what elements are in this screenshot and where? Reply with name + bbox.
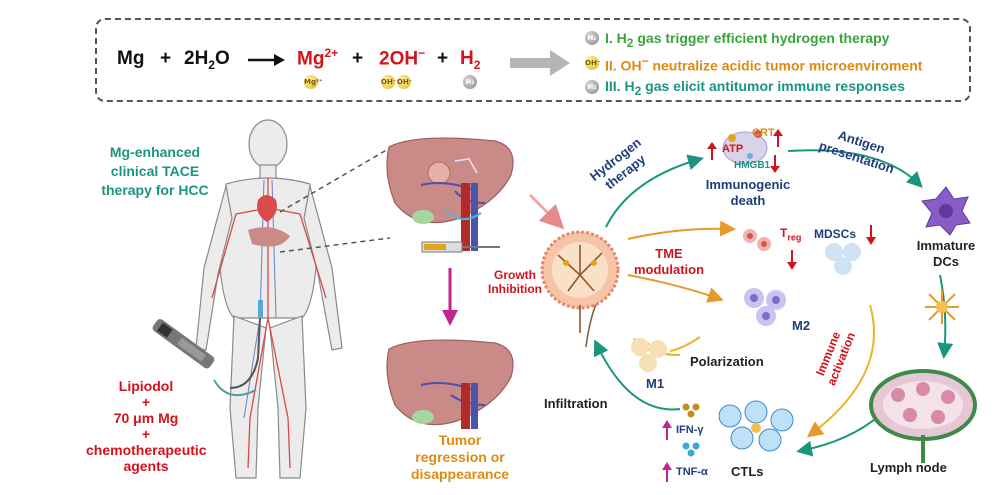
syringe-icon bbox=[421, 241, 500, 253]
lymph-node-label: Lymph node bbox=[870, 460, 947, 475]
liver-treated-illustration bbox=[386, 137, 514, 251]
polarization-label: Polarization bbox=[690, 354, 764, 369]
oh-chip-icon: OH⁻ bbox=[381, 75, 397, 89]
up-arrow-icon bbox=[707, 142, 717, 160]
treg-cells-icon bbox=[743, 229, 771, 251]
down-arrow-icon bbox=[866, 225, 876, 245]
eq-water: 2H2O bbox=[184, 48, 230, 72]
down-arrow-icon bbox=[770, 155, 780, 173]
hmgb1-label: HMGB1 bbox=[734, 160, 771, 171]
up-arrow-icon bbox=[662, 420, 672, 440]
zoom-lines bbox=[280, 147, 391, 253]
up-arrow-icon bbox=[773, 129, 783, 147]
m2-macrophage-icon bbox=[744, 288, 786, 326]
eq-plus: + bbox=[437, 48, 449, 69]
oh-chip-icon: OH⁻ bbox=[397, 75, 413, 89]
gray-arrow bbox=[510, 50, 570, 76]
h2-chip-icon: H₂ bbox=[463, 75, 477, 89]
note-immune: III. H2 gas elicit antitumor immune resp… bbox=[605, 78, 905, 98]
eq-mg-ion: Mg2+ bbox=[297, 46, 339, 70]
crt-label: CRT bbox=[752, 127, 775, 139]
h2-chip-icon: H₂ bbox=[585, 31, 599, 45]
eq-plus: + bbox=[352, 48, 364, 69]
eq-hydrogen: H2 bbox=[460, 48, 481, 72]
eq-hydroxide: 2OH− bbox=[379, 46, 426, 70]
ctls-cluster-icon bbox=[718, 400, 794, 452]
up-arrow-icon bbox=[662, 462, 672, 482]
h2-chip-icon: H₂ bbox=[585, 80, 599, 94]
atp-label: ATP bbox=[722, 143, 744, 155]
catheter-icon bbox=[152, 319, 257, 397]
oh-chip-icon: OH⁻ bbox=[585, 56, 601, 70]
ifn-gamma-label: IFN-γ bbox=[676, 424, 704, 436]
cytokine-dots-icon bbox=[682, 403, 700, 457]
tace-title: Mg-enhanced clinical TACE therapy for HC… bbox=[101, 144, 209, 198]
mature-dc-icon bbox=[925, 290, 959, 324]
note-hydrogen-therapy: I. H2 gas trigger efficient hydrogen the… bbox=[605, 30, 890, 50]
mdsc-cells-icon bbox=[825, 243, 861, 275]
human-body-illustration bbox=[195, 119, 343, 479]
recipe: Lipiodol + 70 μm Mg + chemotherapeutic a… bbox=[86, 378, 207, 475]
mg-ion-chip-icon: Mg²⁺ bbox=[304, 75, 323, 89]
tumor-illustration bbox=[540, 230, 620, 333]
outcome-label: Tumor regression or disappearance bbox=[410, 432, 510, 482]
equation-box bbox=[95, 18, 971, 102]
down-arrow-icon bbox=[787, 250, 797, 270]
note-neutralize: II. OH− neutralize acidic tumor microenv… bbox=[605, 54, 923, 74]
reaction-arrow bbox=[248, 54, 285, 66]
eq-mg: Mg bbox=[117, 48, 145, 69]
m1-macrophage-icon bbox=[631, 338, 667, 372]
m1-label: M1 bbox=[646, 376, 665, 391]
infiltration-label: Infiltration bbox=[544, 396, 608, 411]
dying-cell-icon bbox=[722, 130, 768, 165]
down-arrow bbox=[442, 268, 458, 326]
tnf-alpha-label: TNF-α bbox=[676, 466, 708, 478]
immature-dc-icon bbox=[921, 186, 971, 236]
lymph-node-illustration bbox=[869, 369, 977, 463]
treg-label: Treg bbox=[780, 226, 802, 243]
eq-plus: + bbox=[160, 48, 172, 69]
mdscs-label: MDSCs bbox=[814, 227, 857, 241]
liver-regressed-illustration bbox=[386, 339, 514, 429]
ctls-label: CTLs bbox=[731, 464, 764, 479]
m2-label: M2 bbox=[792, 318, 811, 333]
